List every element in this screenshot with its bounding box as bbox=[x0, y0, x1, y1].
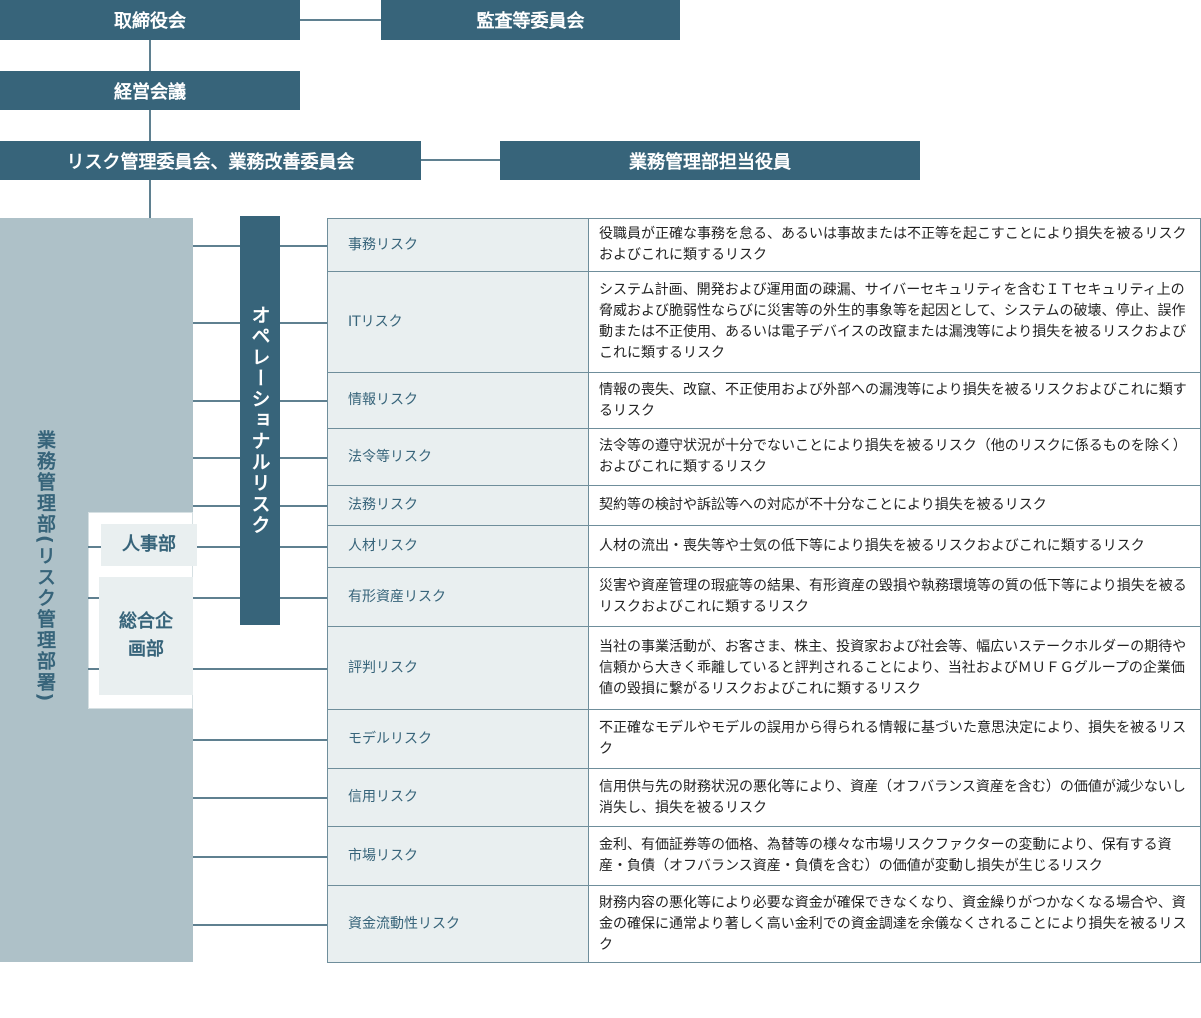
risk-row: 法務リスク契約等の検討や訴訟等への対応が不十分なことにより損失を被るリスク bbox=[327, 485, 1201, 526]
risk-description: 信用供与先の財務状況の悪化等により、資産（オフバランス資産を含む）の価値が減少な… bbox=[588, 768, 1201, 827]
risk-name: 法令等リスク bbox=[327, 428, 589, 486]
connector bbox=[88, 597, 99, 599]
risk-name: 情報リスク bbox=[327, 372, 589, 429]
connector bbox=[193, 597, 240, 599]
connector bbox=[193, 739, 327, 741]
connector bbox=[88, 668, 99, 670]
risk-name: 市場リスク bbox=[327, 826, 589, 886]
connector bbox=[193, 505, 240, 507]
connector bbox=[197, 546, 240, 548]
risk-row: 有形資産リスク災害や資産管理の瑕疵等の結果、有形資産の毀損や執務環境等の質の低下… bbox=[327, 567, 1201, 627]
risk-description: 契約等の検討や訴訟等への対応が不十分なことにより損失を被るリスク bbox=[588, 485, 1201, 526]
risk-description: 人材の流出・喪失等や士気の低下等により損失を被るリスクおよびこれに類するリスク bbox=[588, 525, 1201, 568]
operational-risk-bar: オペレーショナルリスク bbox=[240, 216, 280, 625]
risk-description: 財務内容の悪化等により必要な資金が確保できなくなり、資金繰りがつかなくなる場合や… bbox=[588, 885, 1201, 963]
connector bbox=[280, 400, 327, 402]
risk-name: モデルリスク bbox=[327, 709, 589, 769]
connector bbox=[280, 546, 327, 548]
hr-dept-box: 人事部 bbox=[101, 524, 197, 566]
risk-table: 事務リスク役職員が正確な事務を怠る、あるいは事故または不正等を起こすことにより損… bbox=[327, 218, 1201, 963]
management-meeting-box: 経営会議 bbox=[0, 71, 300, 110]
connector bbox=[193, 668, 327, 670]
risk-row: 法令等リスク法令等の遵守状況が十分でないことにより損失を被るリスク（他のリスクに… bbox=[327, 428, 1201, 486]
connector bbox=[280, 597, 327, 599]
risk-row: ITリスクシステム計画、開発および運用面の疎漏、サイバーセキュリティを含むＩＴセ… bbox=[327, 271, 1201, 373]
connector bbox=[193, 856, 327, 858]
connector bbox=[149, 110, 151, 141]
connector bbox=[88, 546, 101, 548]
risk-row: 評判リスク当社の事業活動が、お客さま、株主、投資家および社会等、幅広いステークホ… bbox=[327, 626, 1201, 710]
risk-row: 資金流動性リスク財務内容の悪化等により必要な資金が確保できなくなり、資金繰りがつ… bbox=[327, 885, 1201, 963]
connector bbox=[280, 505, 327, 507]
officer-box: 業務管理部担当役員 bbox=[500, 141, 920, 180]
risk-name: 資金流動性リスク bbox=[327, 885, 589, 963]
connector bbox=[280, 457, 327, 459]
risk-description: 当社の事業活動が、お客さま、株主、投資家および社会等、幅広いステークホルダーの期… bbox=[588, 626, 1201, 710]
connector bbox=[280, 245, 327, 247]
risk-name: ITリスク bbox=[327, 271, 589, 373]
connector bbox=[149, 40, 151, 71]
risk-description: 金利、有価証券等の価格、為替等の様々な市場リスクファクターの変動により、保有する… bbox=[588, 826, 1201, 886]
connector bbox=[193, 924, 327, 926]
risk-row: モデルリスク不正確なモデルやモデルの誤用から得られる情報に基づいた意思決定により… bbox=[327, 709, 1201, 769]
risk-name: 事務リスク bbox=[327, 218, 589, 272]
planning-dept-box: 総合企画部 bbox=[99, 577, 193, 695]
risk-row: 情報リスク情報の喪失、改竄、不正使用および外部への漏洩等により損失を被るリスクお… bbox=[327, 372, 1201, 429]
risk-dept-label: 業務管理部(リスク管理部署) bbox=[34, 430, 56, 704]
board-box: 取締役会 bbox=[0, 0, 300, 40]
risk-row: 市場リスク金利、有価証券等の価格、為替等の様々な市場リスクファクターの変動により… bbox=[327, 826, 1201, 886]
connector bbox=[149, 180, 151, 218]
risk-description: 災害や資産管理の瑕疵等の結果、有形資産の毀損や執務環境等の質の低下等により損失を… bbox=[588, 567, 1201, 627]
connector bbox=[193, 322, 240, 324]
risk-description: 役職員が正確な事務を怠る、あるいは事故または不正等を起こすことにより損失を被るリ… bbox=[588, 218, 1201, 272]
risk-row: 事務リスク役職員が正確な事務を怠る、あるいは事故または不正等を起こすことにより損… bbox=[327, 218, 1201, 272]
risk-name: 有形資産リスク bbox=[327, 567, 589, 627]
connector bbox=[193, 457, 240, 459]
risk-name: 法務リスク bbox=[327, 485, 589, 526]
risk-name: 評判リスク bbox=[327, 626, 589, 710]
connector bbox=[193, 400, 240, 402]
risk-name: 信用リスク bbox=[327, 768, 589, 827]
risk-description: システム計画、開発および運用面の疎漏、サイバーセキュリティを含むＩＴセキュリティ… bbox=[588, 271, 1201, 373]
connector bbox=[421, 159, 500, 161]
connector bbox=[193, 245, 240, 247]
risk-description: 法令等の遵守状況が十分でないことにより損失を被るリスク（他のリスクに係るものを除… bbox=[588, 428, 1201, 486]
connector bbox=[280, 322, 327, 324]
risk-name: 人材リスク bbox=[327, 525, 589, 568]
risk-committee-box: リスク管理委員会、業務改善委員会 bbox=[0, 141, 421, 180]
connector bbox=[300, 19, 381, 21]
risk-description: 不正確なモデルやモデルの誤用から得られる情報に基づいた意思決定により、損失を被る… bbox=[588, 709, 1201, 769]
risk-row: 信用リスク信用供与先の財務状況の悪化等により、資産（オフバランス資産を含む）の価… bbox=[327, 768, 1201, 827]
audit-committee-box: 監査等委員会 bbox=[381, 0, 680, 40]
risk-description: 情報の喪失、改竄、不正使用および外部への漏洩等により損失を被るリスクおよびこれに… bbox=[588, 372, 1201, 429]
risk-row: 人材リスク人材の流出・喪失等や士気の低下等により損失を被るリスクおよびこれに類す… bbox=[327, 525, 1201, 568]
connector bbox=[193, 797, 327, 799]
